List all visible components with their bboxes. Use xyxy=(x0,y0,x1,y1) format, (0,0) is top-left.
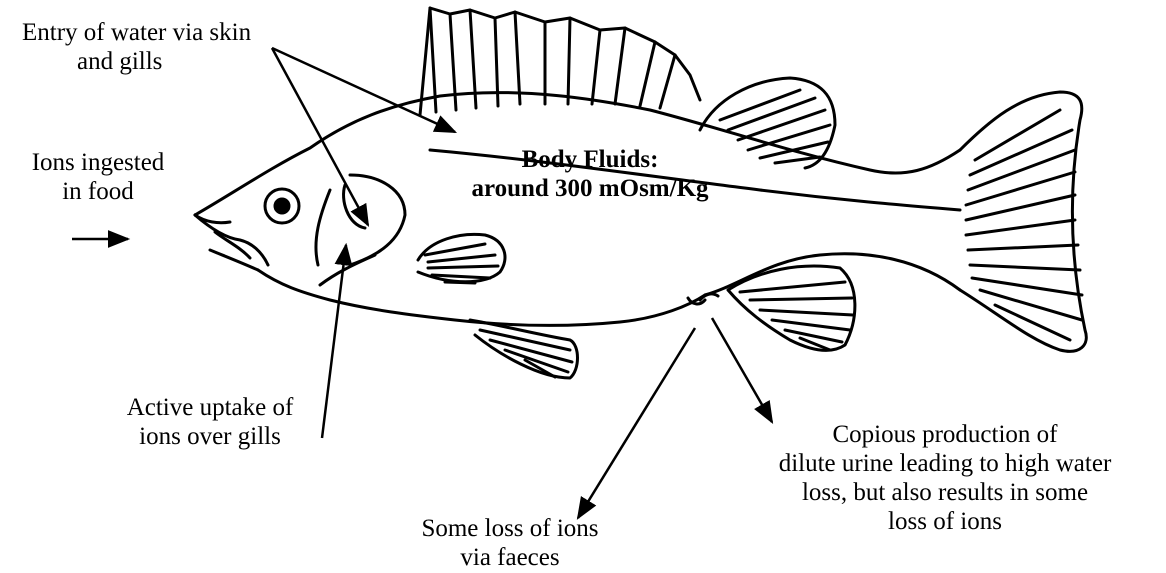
fish-eye xyxy=(265,189,299,223)
pectoral-fin xyxy=(418,234,505,283)
pelvic-fin xyxy=(470,320,578,378)
arrow xyxy=(578,328,695,518)
arrow xyxy=(712,318,772,422)
label-body-fluids: Body Fluids: around 300 mOsm/Kg xyxy=(440,145,740,203)
label-water-entry: Entry of water via skin and gills xyxy=(22,18,251,76)
gill-cover xyxy=(316,175,405,285)
fish-body xyxy=(195,92,1086,351)
label-active-uptake: Active uptake of ions over gills xyxy=(95,393,325,451)
label-faeces-loss: Some loss of ions via faeces xyxy=(370,514,650,572)
arrow xyxy=(272,48,368,225)
anal-fin xyxy=(728,266,855,350)
label-ions-ingested: Ions ingested in food xyxy=(8,148,188,206)
dorsal-fin-spiny xyxy=(420,8,700,115)
label-copious-urine: Copious production of dilute urine leadi… xyxy=(725,420,1165,536)
